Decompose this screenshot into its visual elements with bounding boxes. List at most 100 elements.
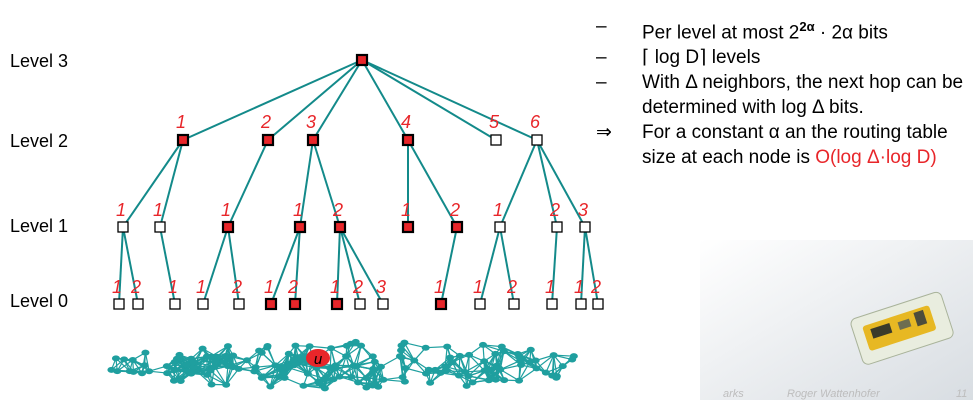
tree-node-level-0 (233, 298, 245, 310)
network-node (357, 342, 366, 349)
edge-label: 6 (530, 112, 541, 132)
network-edge (444, 346, 448, 367)
network-node (491, 376, 500, 383)
edge-label: 2 (287, 277, 298, 297)
network-node (305, 343, 314, 350)
network-node (479, 341, 488, 348)
tree-edge (551, 226, 558, 305)
edge-label: 3 (376, 277, 386, 297)
network-edge (338, 356, 347, 377)
network-node (480, 358, 489, 365)
network-node (284, 350, 293, 357)
tree-node-level-0 (575, 298, 587, 310)
network-node (129, 368, 138, 375)
network-node (222, 381, 231, 388)
network-node (347, 373, 356, 380)
edge-label: 1 (264, 277, 274, 297)
network-node (107, 366, 116, 373)
tree-node-level-2 (401, 133, 415, 147)
network-node (289, 356, 298, 363)
tree-node-level-0 (508, 298, 520, 310)
tree-edge (339, 226, 361, 305)
tree-edge (361, 59, 409, 141)
network-edge (225, 366, 234, 385)
tree-node-level-1 (154, 221, 166, 233)
tree-node-level-1 (551, 221, 563, 233)
tree-node-level-2 (490, 134, 502, 146)
edge-label: 2 (449, 200, 460, 220)
edge-label: 1 (545, 277, 555, 297)
tree-edge (440, 226, 458, 305)
footer-author: Roger Wattenhofer (787, 388, 880, 400)
node-u (306, 349, 330, 367)
network-node (315, 380, 324, 387)
network-node (465, 351, 474, 358)
network-node (541, 369, 550, 376)
tree-node-level-1 (579, 221, 591, 233)
network-node (497, 343, 506, 350)
bullet-item: – Per level at most 22α · 2α bits (596, 16, 888, 44)
tree-edge (584, 226, 599, 305)
network-edge (209, 370, 227, 386)
network-node (468, 379, 477, 386)
tree-node-level-0 (330, 297, 344, 311)
edge-label: 5 (489, 112, 500, 132)
edge-label: 3 (306, 112, 316, 132)
tree-edge (267, 59, 363, 141)
network-edge (545, 354, 555, 373)
tree-edge (312, 139, 341, 228)
edge-label: 2 (506, 277, 517, 297)
network-node (454, 372, 463, 379)
network-node (395, 353, 404, 360)
tree-node-level-0 (546, 298, 558, 310)
level-2-label: Level 2 (10, 131, 69, 151)
network-node (274, 374, 283, 381)
tree-edge (294, 226, 301, 305)
network-node (263, 343, 272, 350)
network-edge (269, 365, 276, 387)
tree-edge (339, 226, 384, 305)
level-1-label: Level 1 (10, 216, 69, 236)
network-node (170, 359, 179, 366)
network-node (549, 372, 558, 379)
tree-node-level-0 (169, 298, 181, 310)
tree-edge (122, 139, 184, 228)
bullet-marker: – (596, 72, 607, 94)
tree-node-level-0 (354, 298, 366, 310)
tree-node-level-2 (261, 133, 275, 147)
device-image (850, 291, 954, 365)
network-node (362, 384, 371, 391)
tree-edge (159, 139, 184, 228)
network-edge (329, 348, 332, 369)
network-node (485, 376, 494, 383)
edge-label: 1 (176, 112, 186, 132)
network-node (220, 353, 229, 360)
network-node (335, 373, 344, 380)
network-node (182, 361, 191, 368)
network-edge (225, 366, 229, 385)
complexity-highlight: O(log Δ·log D) (815, 147, 937, 169)
edge-label: 1 (293, 200, 303, 220)
tree-edge (312, 59, 363, 141)
tree-edge (499, 226, 515, 305)
network-node (517, 362, 526, 369)
network-node (322, 376, 331, 383)
edge-label: 2 (231, 277, 242, 297)
tree-node-level-1 (450, 220, 464, 234)
edge-label: 1 (196, 277, 206, 297)
tree-node-level-0 (197, 298, 209, 310)
tree-edge (227, 139, 269, 228)
network-node (203, 371, 212, 378)
network-node (257, 349, 266, 356)
tree-edge (118, 226, 124, 305)
network-node (342, 353, 351, 360)
edge-label: 1 (493, 200, 503, 220)
tree-edge (499, 139, 538, 228)
level-0-label: Level 0 (10, 291, 69, 311)
tree-node-level-0 (132, 298, 144, 310)
edge-label: 1 (401, 200, 411, 220)
network-node (278, 364, 287, 371)
network-edge (468, 360, 485, 377)
network-node (455, 352, 464, 359)
edge-label: 2 (130, 277, 141, 297)
